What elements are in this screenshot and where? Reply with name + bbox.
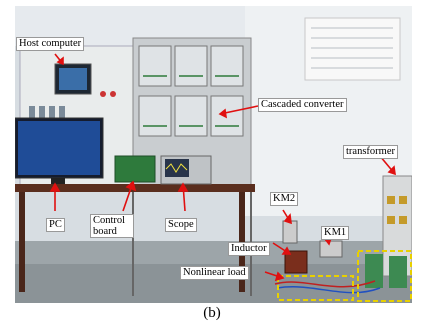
lab-setup-photo: Host computer Cascaded converter transfo… xyxy=(15,6,412,303)
control-board-label: Control board xyxy=(90,214,134,238)
transformer-label: transformer xyxy=(343,145,398,159)
scope-label: Scope xyxy=(165,218,197,232)
km1-label: KM1 xyxy=(321,226,350,240)
pc-label: PC xyxy=(46,218,65,232)
km2-label: KM2 xyxy=(270,192,299,206)
nonlinear-load-label: Nonlinear load xyxy=(180,266,249,280)
host-computer-label: Host computer xyxy=(16,37,85,51)
inductor-label: Inductor xyxy=(228,242,270,256)
cascaded-converter-label: Cascaded converter xyxy=(258,98,347,112)
figure-caption: (b) xyxy=(203,305,221,321)
lab-photo-illustration xyxy=(15,6,412,303)
